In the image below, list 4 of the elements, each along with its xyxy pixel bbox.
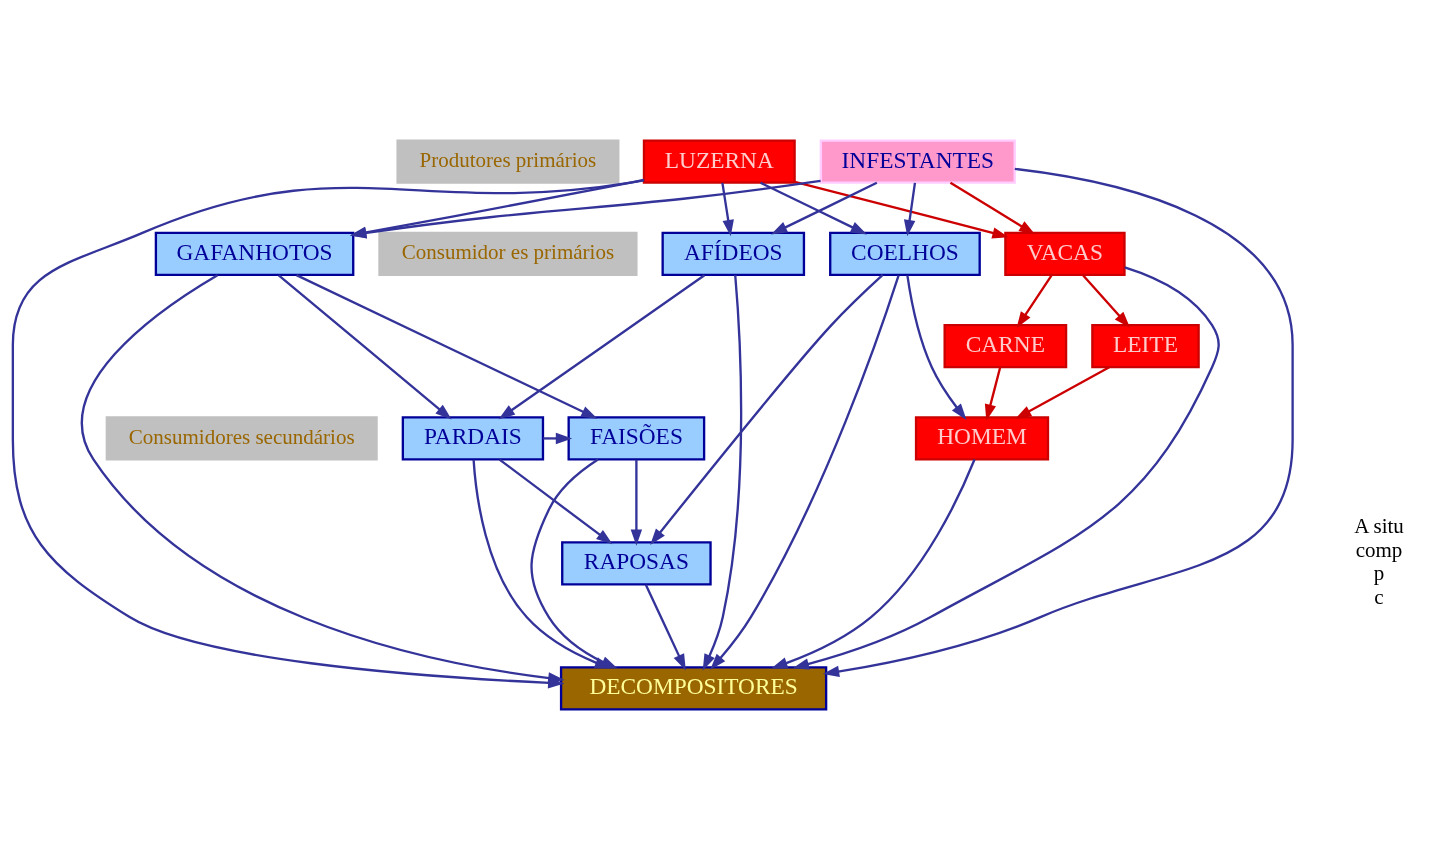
label: c (1374, 584, 1384, 609)
label: comp (1355, 537, 1403, 562)
label: A situ (1354, 514, 1404, 539)
label: p (1373, 561, 1385, 586)
